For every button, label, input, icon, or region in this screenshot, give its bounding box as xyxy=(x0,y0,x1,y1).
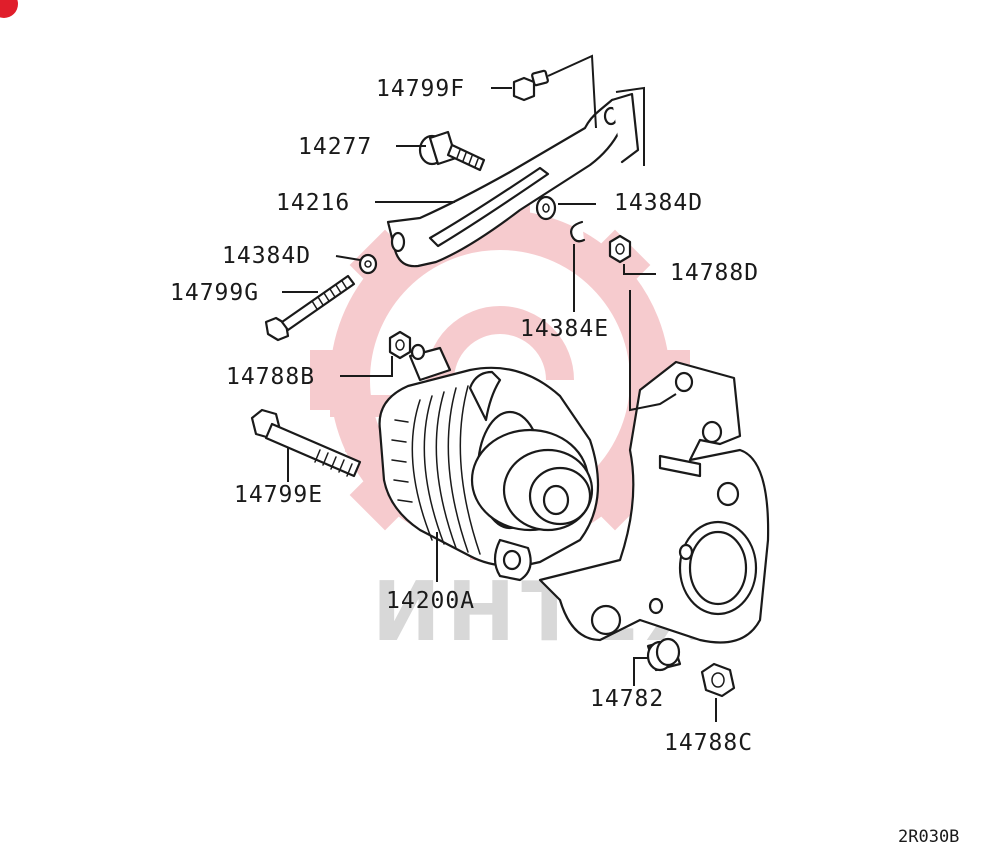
spring-washer-14384E-part xyxy=(570,220,586,243)
bushing-14782-part xyxy=(646,637,682,672)
bolt-14799E-part xyxy=(250,408,362,478)
label-14216: 14216 xyxy=(276,190,350,216)
bolt-14277-part xyxy=(418,130,486,172)
label-14788B: 14788B xyxy=(226,364,315,390)
label-14384D-left: 14384D xyxy=(222,243,311,269)
label-14277: 14277 xyxy=(298,134,372,160)
label-14788D: 14788D xyxy=(670,260,759,286)
label-14799F: 14799F xyxy=(376,76,465,102)
washer-14384D-left-part xyxy=(358,253,378,275)
bracket-14216-part xyxy=(386,92,640,268)
label-14200A: 14200A xyxy=(386,588,475,614)
label-14788C: 14788C xyxy=(664,730,753,756)
bolt-14799F-part xyxy=(512,69,549,102)
washer-14384D-right-part xyxy=(535,195,557,221)
diagram-code: 2R030B xyxy=(898,827,959,847)
nut-14788C-part xyxy=(700,662,736,698)
mounting-bracket-part xyxy=(538,360,770,644)
label-14799E: 14799E xyxy=(234,482,323,508)
alternator-14200A-part xyxy=(378,343,600,582)
label-14384E: 14384E xyxy=(520,316,609,342)
label-14384D-right: 14384D xyxy=(614,190,703,216)
label-14799G: 14799G xyxy=(170,280,259,306)
leader-lines xyxy=(282,54,717,722)
nut-14788D-part xyxy=(608,234,632,264)
part-labels: 14799F 14277 14216 14384D 14384D 14788D … xyxy=(170,76,759,756)
nut-14788B-part xyxy=(388,330,412,360)
corner-badge-icon xyxy=(0,0,18,18)
label-14782: 14782 xyxy=(590,686,664,712)
bolt-14799G-part xyxy=(264,274,356,342)
